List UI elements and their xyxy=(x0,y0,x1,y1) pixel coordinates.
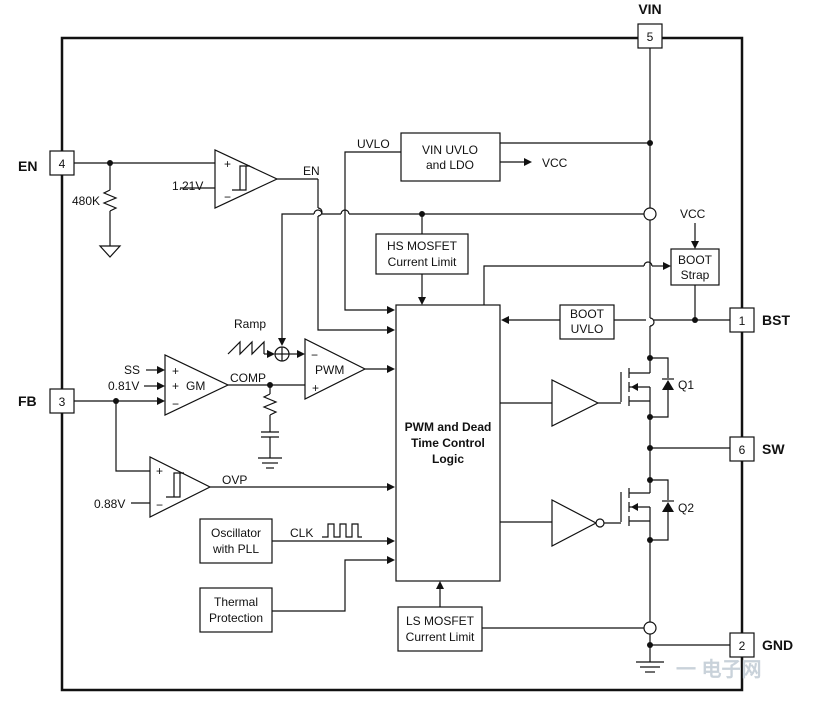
ovp-vref-label: 0.88V xyxy=(94,497,125,511)
gm-amplifier: + + − GM xyxy=(164,354,230,416)
pin-fb: FB 3 xyxy=(18,388,75,414)
ls-driver xyxy=(551,499,598,547)
ovp-comparator: + − xyxy=(149,456,212,518)
logic-line1: PWM and Dead xyxy=(405,420,492,434)
hs-current-limit-block: HS MOSFET Current Limit xyxy=(375,233,469,275)
en-vref-label: 1.21V xyxy=(172,179,203,193)
pin-fb-name: FB xyxy=(18,393,37,409)
watermark: 一 电子网 xyxy=(676,658,762,681)
pin-vin-name: VIN xyxy=(638,1,661,17)
boot-strap-block: BOOT Strap xyxy=(670,248,720,286)
thermal-line2: Protection xyxy=(209,611,263,625)
svg-text:+: + xyxy=(172,364,179,378)
pin-vin: VIN 5 xyxy=(637,1,663,49)
svg-text:+: + xyxy=(172,379,179,393)
boot-strap-line2: Strap xyxy=(681,268,710,282)
q1-mosfet: Q1 xyxy=(620,355,694,448)
comp-label: COMP xyxy=(230,371,266,385)
pin-fb-num: 3 xyxy=(59,395,66,409)
summing-junction xyxy=(274,346,290,362)
thermal-protection-block: Thermal Protection xyxy=(199,587,273,633)
pin-gnd: 2 GND xyxy=(729,632,793,658)
oscillator-block: Oscillator with PLL xyxy=(199,518,273,564)
ramp-label: Ramp xyxy=(234,317,266,331)
svg-text:−: − xyxy=(172,397,179,411)
pwm-logic-block: PWM and Dead Time Control Logic xyxy=(395,304,501,582)
pin-sw-num: 6 xyxy=(739,443,746,457)
boot-uvlo-line2: UVLO xyxy=(571,322,604,336)
vin-uvlo-line1: VIN UVLO xyxy=(422,143,478,157)
pin-gnd-num: 2 xyxy=(739,639,746,653)
ls-limit-line2: Current Limit xyxy=(406,630,475,644)
boot-uvlo-line1: BOOT xyxy=(570,307,605,321)
q2-mosfet: Q2 xyxy=(620,477,694,622)
pin-sw: 6 SW xyxy=(729,436,785,462)
boot-uvlo-block: BOOT UVLO xyxy=(559,304,615,340)
q2-label: Q2 xyxy=(678,501,694,515)
pin-sw-name: SW xyxy=(762,441,785,457)
hs-driver xyxy=(551,379,600,427)
pin-bst-num: 1 xyxy=(739,314,746,328)
pin-bst-name: BST xyxy=(762,312,790,328)
vcc-input-label: VCC xyxy=(680,207,706,221)
en-signal-label: EN xyxy=(303,164,320,178)
vin-uvlo-ldo-block: VIN UVLO and LDO xyxy=(400,132,501,182)
boot-strap-line1: BOOT xyxy=(678,253,713,267)
ss-label: SS xyxy=(124,363,140,377)
pin-bst: 1 BST xyxy=(729,307,790,333)
pin-gnd-name: GND xyxy=(762,637,793,653)
logic-line3: Logic xyxy=(432,452,464,466)
hs-limit-line1: HS MOSFET xyxy=(387,239,458,253)
pin-en-name: EN xyxy=(18,158,37,174)
vin-uvlo-line2: and LDO xyxy=(426,158,474,172)
fb-vref-label: 0.81V xyxy=(108,379,139,393)
oscillator-line2: with PLL xyxy=(212,542,259,556)
svg-text:−: − xyxy=(311,348,318,362)
svg-text:−: − xyxy=(224,190,231,204)
hs-limit-line2: Current Limit xyxy=(388,255,457,269)
chip-outline xyxy=(60,36,744,692)
svg-text:+: + xyxy=(156,464,163,478)
svg-text:+: + xyxy=(312,381,319,395)
thermal-line1: Thermal xyxy=(214,595,258,609)
pwm-comparator: − + PWM xyxy=(304,338,367,400)
ovp-label: OVP xyxy=(222,473,247,487)
clk-label: CLK xyxy=(290,526,313,540)
pwm-label: PWM xyxy=(315,363,344,377)
ls-current-limit-block: LS MOSFET Current Limit xyxy=(397,606,483,652)
resistor-480k-label: 480K xyxy=(72,194,100,208)
pin-en-num: 4 xyxy=(59,157,66,171)
svg-text:−: − xyxy=(156,498,163,512)
uvlo-label: UVLO xyxy=(357,137,390,151)
oscillator-line1: Oscillator xyxy=(211,526,261,540)
q1-label: Q1 xyxy=(678,378,694,392)
en-comparator: + − xyxy=(214,149,279,209)
logic-line2: Time Control xyxy=(411,436,485,450)
gm-label: GM xyxy=(186,379,205,393)
vcc-output-label: VCC xyxy=(542,156,568,170)
pin-en: EN 4 xyxy=(18,150,75,176)
svg-text:+: + xyxy=(224,157,231,171)
ls-limit-line1: LS MOSFET xyxy=(406,614,475,628)
pin-vin-num: 5 xyxy=(647,30,654,44)
